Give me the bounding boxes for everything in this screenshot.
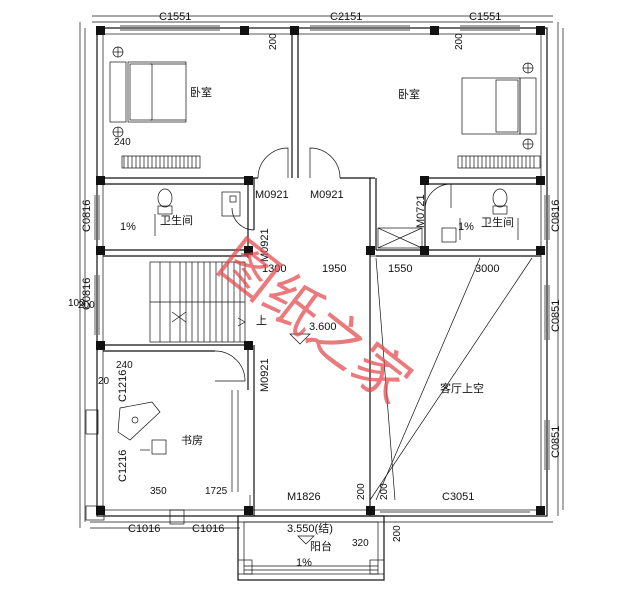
room-label-bedroom-right: 卧室 (398, 87, 420, 101)
stairs-up-label: 上 (256, 314, 267, 327)
dimension-labels: 1300 1950 1550 3000 200 200 200 200 200 … (68, 33, 499, 569)
door-label-m0921-d: M0921 (259, 358, 271, 392)
dim-200-bottom-b: 200 (379, 483, 390, 500)
door-label-m0921-a: M0921 (255, 189, 289, 201)
dim-240-lower: 240 (116, 360, 133, 371)
left-bath-fixtures (154, 188, 241, 236)
window-label-c1551-left: C1551 (159, 11, 191, 23)
dim-3000: 3000 (475, 263, 499, 275)
room-label-balcony: 阳台 (310, 539, 332, 553)
dim-1725: 1725 (205, 486, 228, 497)
dim-240-upper: 240 (114, 137, 131, 148)
door-label-m0921-c: M0921 (259, 228, 271, 262)
interior-walls (103, 34, 541, 516)
window-label-c3051: C3051 (442, 491, 474, 503)
slope-balcony: 1% (296, 557, 312, 569)
room-label-living-void: 客厅上空 (440, 381, 484, 395)
study-desk (117, 401, 167, 455)
corner-posts (85, 409, 185, 525)
balcony-level-label: 3.550(结) (287, 522, 333, 535)
dim-200-top-right: 200 (454, 33, 465, 50)
room-labels: 卧室 卧室 卫生间 卫生间 书房 客厅上空 阳台 上 (160, 85, 514, 553)
window-label-c1216-lower: C1216 (117, 450, 129, 482)
dim-1550: 1550 (388, 263, 412, 275)
door-swings (214, 147, 452, 516)
dim-200-bottom-c: 200 (356, 483, 367, 500)
dim-200-bottom-a: 200 (392, 525, 403, 542)
balcony-level-marker (297, 535, 315, 545)
window-label-c1551-right: C1551 (469, 11, 501, 23)
window-label-c2151: C2151 (330, 11, 362, 23)
room-label-bath-left: 卫生间 (160, 213, 193, 227)
door-label-m0921-b: M0921 (310, 189, 344, 201)
dim-200-top-left: 200 (268, 33, 279, 50)
window-label-c1016-right: C1016 (192, 523, 224, 535)
window-label-c1016-left: C1016 (128, 523, 160, 535)
floor-level-marker (289, 333, 311, 345)
void-lines (369, 257, 533, 501)
structural-columns (96, 26, 545, 515)
left-bed (109, 46, 187, 138)
window-label-c0816-left-upper: C0816 (81, 200, 93, 232)
window-labels: C1551 C2151 C1551 C0816 C0851 C0851 C081… (81, 11, 562, 535)
window-label-c0816-right: C0816 (550, 200, 562, 232)
window-label-c0851-mid: C0851 (550, 300, 562, 332)
dim-320: 320 (352, 538, 369, 549)
room-label-bedroom-left: 卧室 (190, 85, 212, 99)
slope-left-bath: 1% (120, 221, 136, 233)
window-label-c0851-lower: C0851 (550, 426, 562, 458)
dim-100: 100 (68, 298, 85, 309)
staircase (149, 261, 246, 343)
balcony (237, 515, 385, 581)
dim-200-left: 200 (78, 300, 95, 311)
right-bed (461, 62, 537, 150)
window-label-c0816-left-mid: C0816 (81, 278, 93, 310)
room-label-bath-right: 卫生间 (481, 215, 514, 229)
window-marks (94, 25, 550, 517)
room-label-study: 书房 (181, 434, 203, 447)
door-labels: M0921 M0921 M0921 M0921 M0721 M1826 (255, 189, 427, 503)
slope-right-bath: 1% (458, 221, 474, 233)
floor-level-label: 3.600 (309, 321, 337, 333)
door-label-m0721: M0721 (415, 194, 427, 228)
dim-1950: 1950 (322, 263, 346, 275)
right-bath-fixtures (441, 188, 519, 243)
void-hatch (377, 227, 423, 249)
dim-350: 350 (150, 486, 167, 497)
level-labels: 3.600 3.550(结) (287, 321, 337, 545)
right-wardrobe (457, 155, 541, 169)
left-wardrobe (121, 155, 201, 169)
dim-20: 20 (98, 376, 110, 387)
window-label-c1216-upper: C1216 (117, 370, 129, 402)
door-label-m1826: M1826 (287, 491, 321, 503)
dim-1300: 1300 (262, 263, 286, 275)
